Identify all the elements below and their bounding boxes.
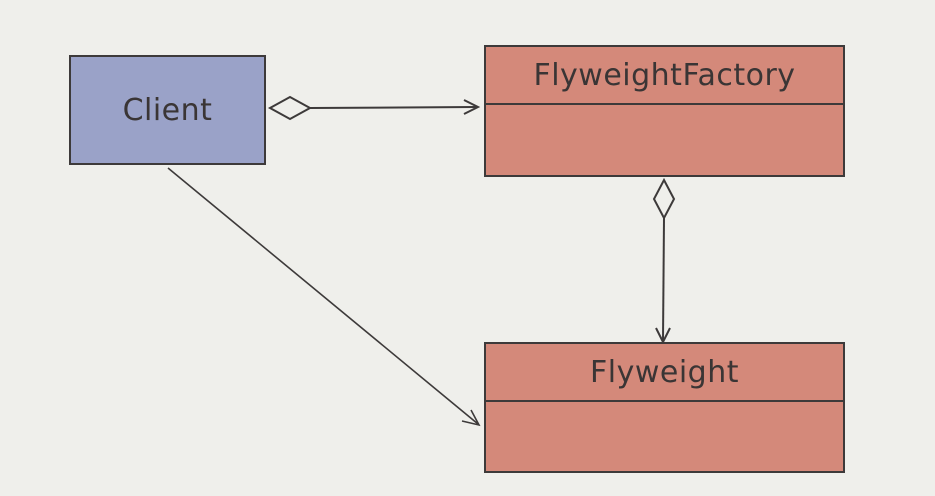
flyweight-factory-body bbox=[486, 105, 843, 175]
flyweight-factory-class-name: FlyweightFactory bbox=[533, 57, 796, 93]
aggregation-diamond-icon bbox=[267, 95, 313, 121]
flyweight-class-box: Flyweight bbox=[484, 342, 845, 473]
flyweight-factory-class-box: FlyweightFactory bbox=[484, 45, 845, 177]
arrowhead-icon bbox=[461, 409, 481, 427]
aggregation-diamond-icon bbox=[652, 177, 676, 221]
flyweight-factory-header: FlyweightFactory bbox=[486, 47, 843, 105]
client-class-name: Client bbox=[122, 92, 213, 128]
client-class-box: Client bbox=[69, 55, 266, 165]
flyweight-class-name: Flyweight bbox=[590, 354, 739, 390]
client-factory-aggregation bbox=[267, 95, 481, 121]
flyweight-header: Flyweight bbox=[486, 344, 843, 402]
client-flyweight-association bbox=[167, 167, 481, 427]
factory-flyweight-aggregation bbox=[652, 177, 676, 345]
flyweight-body bbox=[486, 402, 843, 471]
association-line bbox=[167, 167, 479, 425]
aggregation-line bbox=[309, 106, 477, 109]
aggregation-line bbox=[662, 217, 665, 341]
arrowhead-icon bbox=[463, 99, 481, 115]
